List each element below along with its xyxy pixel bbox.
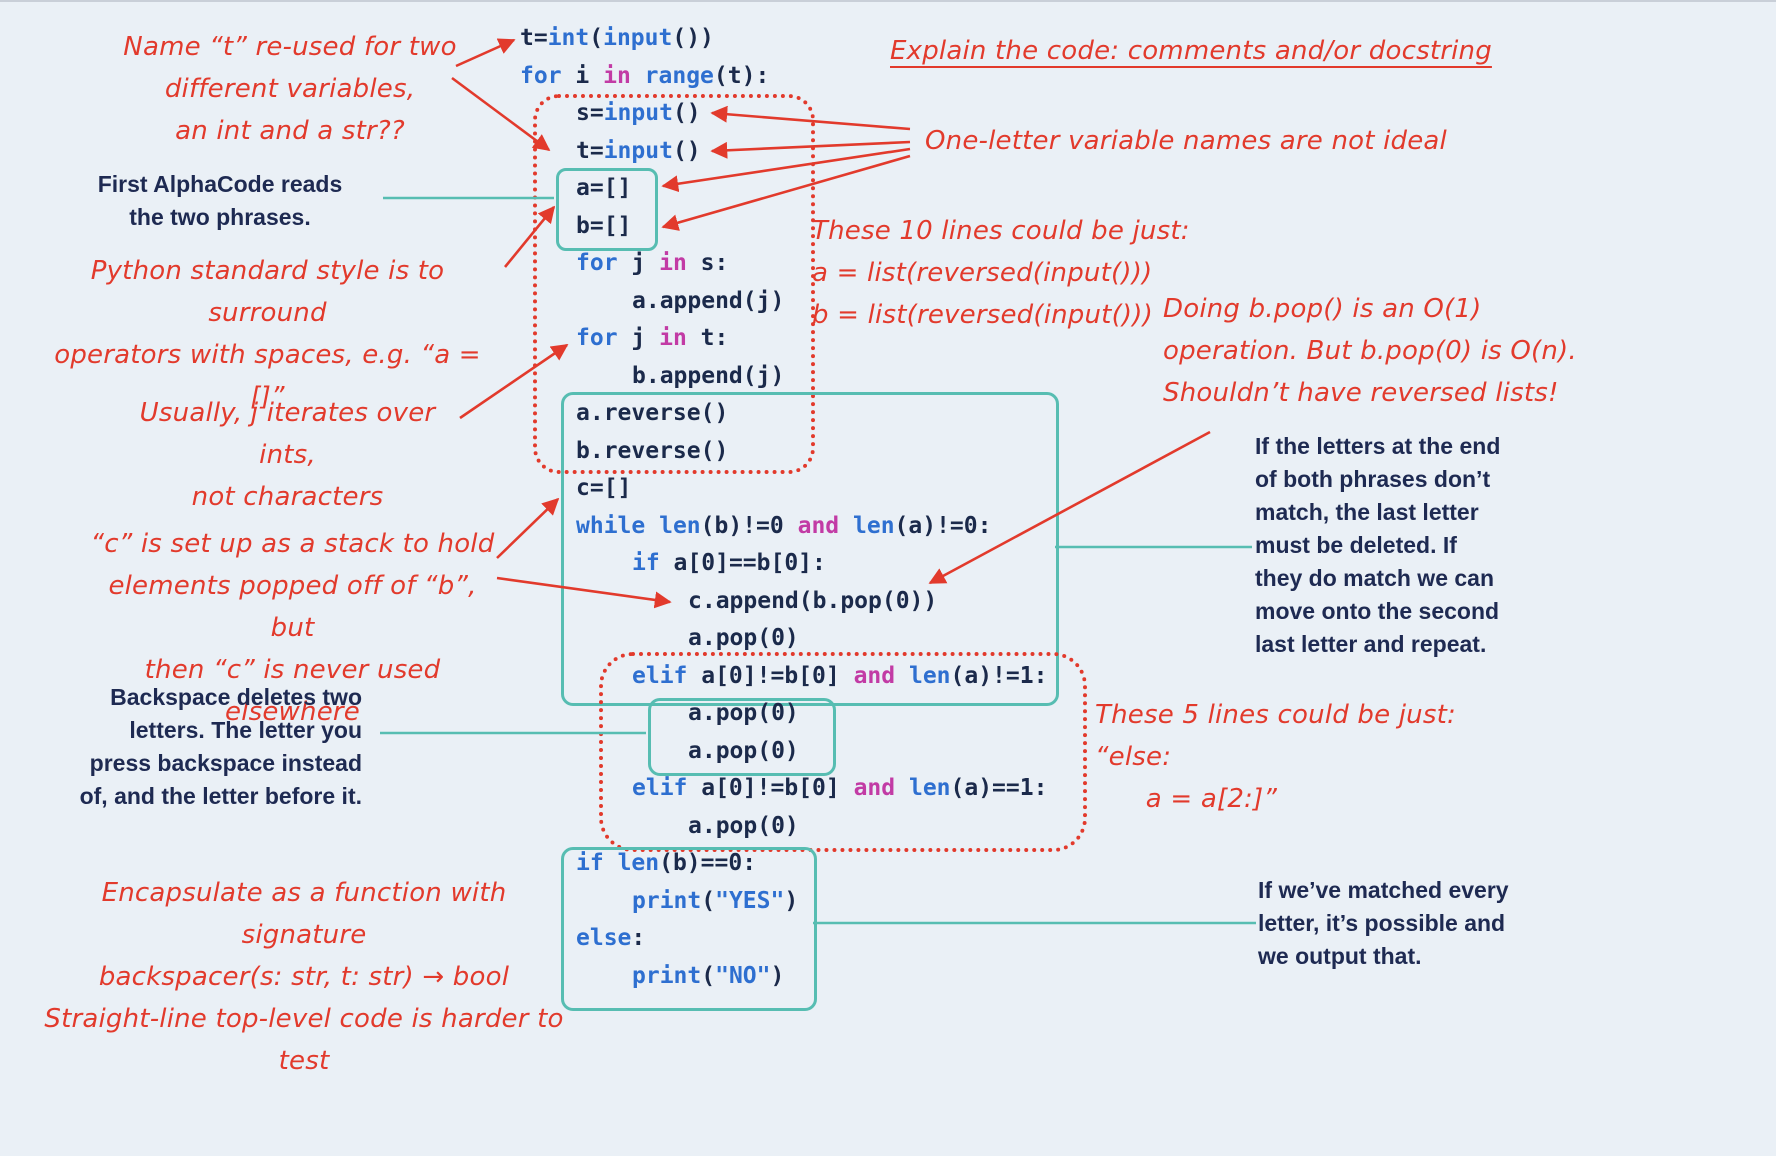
- highlight-box-elif-branches: [599, 652, 1087, 852]
- annotation-usually-j: Usually, j iterates over ints, not chara…: [139, 398, 436, 512]
- annotation-matched-output: If we’ve matched every letter, it’s poss…: [1258, 877, 1509, 969]
- annotation-one-letter-names: One-letter variable names are not ideal: [925, 126, 1447, 156]
- code-line: a.pop(0): [688, 700, 799, 726]
- code-line: for j in t:: [576, 325, 729, 351]
- annotation-bpop-complexity: Doing b.pop() is an O(1) operation. But …: [1163, 294, 1577, 408]
- code-line: a.pop(0): [688, 812, 799, 839]
- code-block: t=int(input()) for i in range(t): s=input(…: [520, 20, 1047, 995]
- code-line: a=[]: [576, 175, 632, 201]
- code-line: b.append(j): [632, 362, 785, 389]
- code-line: if a[0]==b[0]:: [632, 550, 826, 576]
- annotation-backspace: Backspace deletes two letters. The lette…: [79, 684, 362, 809]
- highlight-box-double-pop: [648, 698, 836, 776]
- code-line: t=input(): [576, 137, 701, 164]
- code-line: while len(b)!=0 and len(a)!=0:: [576, 512, 992, 539]
- highlight-box-output: [561, 847, 817, 1011]
- code-line: if len(b)==0:: [576, 850, 757, 876]
- code-line: s=input(): [576, 100, 701, 126]
- annotation-ten-lines: These 10 lines could be just: a = list(r…: [812, 216, 1190, 330]
- code-line: for j in s:: [576, 250, 729, 276]
- code-line: print("NO"): [632, 962, 785, 989]
- annotation-five-lines: These 5 lines could be just: “else: a = …: [1095, 700, 1456, 814]
- code-line: for i in range(t):: [520, 62, 770, 89]
- code-line: a.pop(0): [688, 625, 799, 651]
- code-line: b=[]: [576, 212, 632, 239]
- annotation-encapsulate: Encapsulate as a function with signature…: [44, 878, 564, 1076]
- annotation-first-alphacode: First AlphaCode reads the two phrases.: [97, 171, 343, 230]
- code-line: a.reverse(): [576, 400, 729, 426]
- annotation-explain-code: Explain the code: comments and/or docstr…: [890, 36, 1492, 66]
- highlight-box-ab-init: [556, 168, 658, 251]
- code-line: t=int(input()): [520, 25, 714, 51]
- code-line: elif a[0]!=b[0] and len(a)!=1:: [632, 662, 1048, 689]
- code-line: else:: [576, 925, 646, 951]
- code-line: c.append(b.pop(0)): [688, 587, 938, 614]
- annotation-c-stack: “c” is set up as a stack to hold element…: [90, 529, 495, 727]
- annotation-python-style: Python standard style is to surround ope…: [54, 256, 481, 412]
- annotation-letters-end: If the letters at the end of both phrase…: [1255, 433, 1501, 657]
- code-line: c=[]: [576, 475, 632, 501]
- highlight-box-input-reading: [533, 94, 815, 474]
- code-line: print("YES"): [632, 887, 799, 914]
- code-line: a.append(j): [632, 287, 785, 314]
- code-line: elif a[0]!=b[0] and len(a)==1:: [632, 775, 1048, 801]
- annotation-name-t-reused: Name “t” re-used for two different varia…: [123, 32, 457, 146]
- code-line: a.pop(0): [688, 737, 799, 764]
- code-line: b.reverse(): [576, 437, 729, 464]
